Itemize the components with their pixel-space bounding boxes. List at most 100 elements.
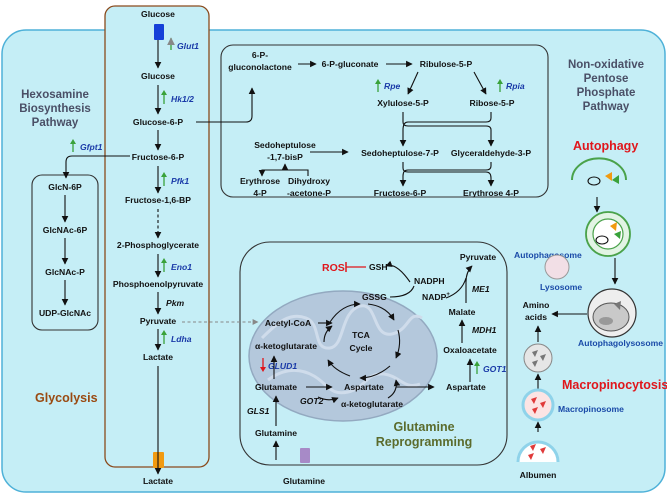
malate-label: Malate bbox=[449, 307, 476, 317]
svg-text:Rpia: Rpia bbox=[506, 81, 525, 91]
udp-glcnac-label: UDP-GlcNAc bbox=[39, 308, 91, 318]
tca-label-2: Cycle bbox=[350, 343, 373, 353]
ppp-box bbox=[220, 44, 549, 198]
glutamine-section-label-2: Reprogramming bbox=[376, 435, 473, 449]
macropinocytosis-label: Macropinocytosis bbox=[562, 378, 667, 392]
aspartate-out-label: Aspartate bbox=[446, 382, 486, 392]
glucose-top-label: Glucose bbox=[141, 9, 175, 19]
glutamine-in-label: Glutamine bbox=[255, 428, 297, 438]
akg2-label: α-ketoglutarate bbox=[341, 399, 403, 409]
arrow-g6p-to-ppp bbox=[196, 87, 256, 123]
e4p-label: Erythrose 4-P bbox=[463, 188, 519, 198]
dhap-label-1: Dihydroxy bbox=[288, 176, 330, 186]
arrow-ribulose-ribose bbox=[473, 71, 487, 95]
hexosamine-label-1: Hexosamine bbox=[21, 89, 89, 101]
erythrose-label-1: Erythrose bbox=[240, 176, 280, 186]
fructose-6p-label: Fructose-6-P bbox=[132, 152, 185, 162]
sedo7p-label: Sedoheptulose-7-P bbox=[361, 148, 439, 158]
phagophore bbox=[571, 157, 627, 186]
svg-text:GLUD1: GLUD1 bbox=[268, 361, 297, 371]
arrow-akg2-tca bbox=[387, 379, 401, 399]
gene-ldha: Ldha bbox=[161, 330, 192, 344]
autophagosome-label: Autophagosome bbox=[514, 250, 582, 260]
degraded-vesicle bbox=[523, 343, 553, 373]
ppp-f6p-label: Fructose-6-P bbox=[374, 188, 427, 198]
nadp-label: NADP+ bbox=[422, 292, 450, 302]
glycolysis-section-label: Glycolysis bbox=[35, 391, 98, 405]
mitochondrion bbox=[248, 290, 438, 422]
arrow-malate-pyruvate bbox=[465, 265, 473, 303]
albumen-label: Albumen bbox=[520, 470, 557, 480]
glcnac-6p-label: GlcNAc-6P bbox=[43, 225, 88, 235]
lactate-out-label: Lactate bbox=[143, 476, 173, 486]
glutamate-label: Glutamate bbox=[255, 382, 297, 392]
glutamine-out-label: Glutamine bbox=[283, 476, 325, 486]
glut1-transporter bbox=[154, 24, 164, 40]
lactone-label-2: gluconolactone bbox=[228, 62, 292, 72]
akg1-label: α-ketoglutarate bbox=[255, 341, 317, 351]
hexosamine-label-3: Pathway bbox=[32, 117, 79, 129]
ppp-label-1: Non-oxidative bbox=[568, 59, 644, 71]
gene-gls1: GLS1 bbox=[247, 406, 270, 416]
ppp-cross-4 bbox=[399, 162, 492, 187]
gene-gfpt1: Gfpt1 bbox=[70, 139, 103, 152]
amino-acids-label-1: Amino bbox=[523, 300, 550, 310]
arrow-oaa-asp bbox=[317, 396, 339, 404]
glutamine-transporter bbox=[300, 448, 310, 463]
macropinosome bbox=[521, 388, 555, 422]
glucose-6p-label: Glucose-6-P bbox=[133, 117, 183, 127]
acetyl-coa-label: Acetyl-CoA bbox=[265, 318, 311, 328]
svg-text:Eno1: Eno1 bbox=[171, 262, 192, 272]
glcn-6p-label: GlcN-6P bbox=[48, 182, 82, 192]
gene-eno1: Eno1 bbox=[161, 258, 192, 272]
gene-rpe: Rpe bbox=[375, 79, 400, 92]
sedo-bisp-label-1: Sedoheptulose bbox=[254, 140, 316, 150]
tca-cycle-arrows bbox=[323, 300, 402, 382]
svg-text:Gfpt1: Gfpt1 bbox=[80, 142, 103, 152]
ppp-label-4: Pathway bbox=[583, 101, 630, 113]
glucose-label: Glucose bbox=[141, 71, 175, 81]
gsh-label: GSH bbox=[369, 262, 388, 272]
svg-text:Glut1: Glut1 bbox=[177, 41, 199, 51]
svg-text:Ldha: Ldha bbox=[171, 334, 192, 344]
gssg-label: GSSG bbox=[362, 292, 387, 302]
autophagy-label: Autophagy bbox=[573, 139, 638, 153]
lysosome bbox=[544, 254, 570, 280]
autophagosome bbox=[585, 211, 631, 257]
oxaloacetate-label: Oxaloacetate bbox=[443, 345, 497, 355]
svg-text:GOT1: GOT1 bbox=[483, 364, 507, 374]
glutamine-section-label-1: Glutamine bbox=[393, 420, 454, 434]
gene-got2: GOT2 bbox=[300, 396, 324, 406]
ppp-cross-2 bbox=[399, 112, 492, 147]
gene-hk12: Hk1/2 bbox=[161, 90, 194, 104]
amino-acids-label-2: acids bbox=[525, 312, 547, 322]
arrow-ribulose-xylulose bbox=[407, 71, 419, 95]
autophagolysosome-label: Autophagolysosome bbox=[578, 338, 663, 348]
gene-pfk1: Pfk1 bbox=[161, 172, 189, 186]
gene-pkm: Pkm bbox=[166, 298, 185, 308]
tca-label-1: TCA bbox=[352, 330, 370, 340]
gene-glud1: GLUD1 bbox=[260, 358, 297, 372]
gluconate-label: 6-P-gluconate bbox=[322, 59, 379, 69]
svg-text:Rpe: Rpe bbox=[384, 81, 400, 91]
pyruvate-out-label: Pyruvate bbox=[460, 252, 497, 262]
gene-got1: GOT1 bbox=[474, 361, 507, 374]
gene-me1: ME1 bbox=[472, 284, 490, 294]
albumen-uptake bbox=[516, 440, 560, 463]
arrow-f6p-to-hexosamine bbox=[62, 155, 130, 179]
ppp-label-3: Phosphate bbox=[577, 87, 636, 99]
phosphoenolpyruvate-label: Phosphoenolpyruvate bbox=[113, 279, 203, 289]
arrow-nadp-nadph bbox=[445, 277, 467, 299]
lactate-label: Lactate bbox=[143, 352, 173, 362]
glutathione-cycle-2 bbox=[389, 285, 415, 298]
nadph-label: NADPH bbox=[414, 276, 445, 286]
fructose-16bp-label: Fructose-1,6-BP bbox=[125, 195, 191, 205]
macropinosome-label: Macropinosome bbox=[558, 404, 624, 414]
xylulose-label: Xylulose-5-P bbox=[377, 98, 429, 108]
gene-mdh1: MDH1 bbox=[472, 325, 497, 335]
lysosome-label: Lysosome bbox=[540, 282, 582, 292]
lactone-label-1: 6-P- bbox=[252, 50, 268, 60]
ppp-label-2: Pentose bbox=[584, 73, 629, 85]
